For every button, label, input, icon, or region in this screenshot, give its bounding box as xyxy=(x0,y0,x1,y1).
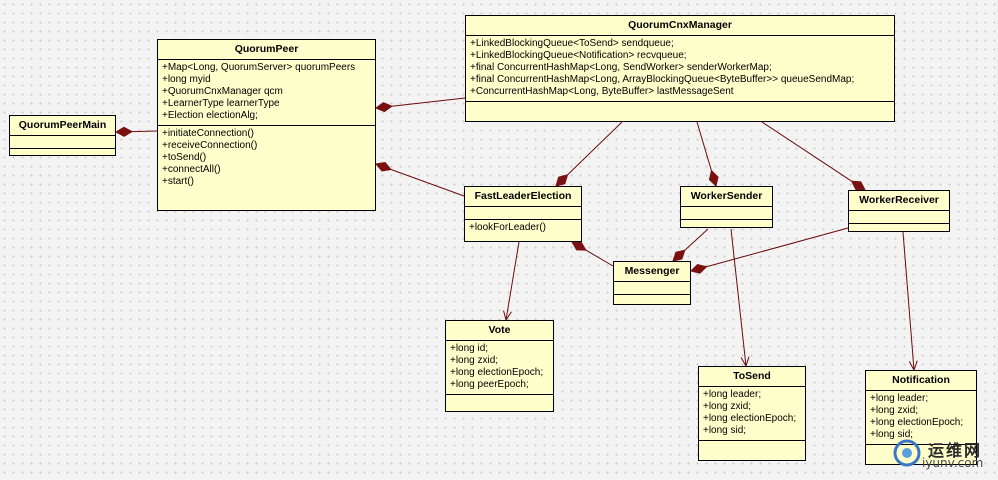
class-operations xyxy=(681,220,772,232)
attribute: +long zxid; xyxy=(870,405,919,416)
watermark: 运维网 iyunv.com xyxy=(892,436,996,472)
class-operations xyxy=(446,395,553,411)
class-name: Vote xyxy=(446,321,553,341)
class-name: ToSend xyxy=(699,367,805,387)
class-quorumpeer[interactable]: QuorumPeer +Map<Long, QuorumServer> quor… xyxy=(157,39,376,211)
attribute: +ConcurrentHashMap<Long, ByteBuffer> las… xyxy=(470,86,734,97)
class-name: Messenger xyxy=(614,262,690,282)
edge-quorumcnxmanager-workersender xyxy=(696,121,719,187)
edge-workersender-messenger xyxy=(672,228,709,262)
attribute: +long zxid; xyxy=(450,355,499,366)
edge-fastleaderelection-quorumpeer xyxy=(375,161,465,197)
attribute: +LinkedBlockingQueue<ToSend> sendqueue; xyxy=(470,38,674,49)
composition-diamond-icon xyxy=(114,126,134,137)
class-quorumpeermain[interactable]: QuorumPeerMain xyxy=(9,115,116,156)
attribute: +long peerEpoch; xyxy=(450,379,529,390)
class-workersender[interactable]: WorkerSender xyxy=(680,186,773,228)
composition-diamond-icon xyxy=(571,241,587,251)
operation: +connectAll() xyxy=(162,164,221,175)
class-attributes xyxy=(465,207,581,220)
class-notification[interactable]: Notification +long leader; +long zxid; +… xyxy=(865,370,977,465)
attribute: +LinkedBlockingQueue<Notification> recvq… xyxy=(470,50,687,61)
attribute: +final ConcurrentHashMap<Long, ArrayBloc… xyxy=(470,74,855,85)
class-attributes: +long id; +long zxid; +long electionEpoc… xyxy=(446,341,553,395)
watermark-url: iyunv.com xyxy=(922,456,984,470)
class-tosend[interactable]: ToSend +long leader; +long zxid; +long e… xyxy=(698,366,806,461)
attribute: +long myid xyxy=(162,74,211,85)
composition-diamond-icon xyxy=(555,174,569,187)
attribute: +LearnerType learnerType xyxy=(162,98,280,109)
composition-diamond-icon xyxy=(375,161,392,172)
class-operations xyxy=(699,441,805,460)
attribute: +long sid; xyxy=(703,425,747,436)
attribute: +Election electionAlg; xyxy=(162,110,258,121)
class-messenger[interactable]: Messenger xyxy=(613,261,691,305)
watermark-title: 运维网 xyxy=(928,443,983,460)
operation: +start() xyxy=(162,176,194,187)
class-attributes xyxy=(10,136,115,149)
composition-diamond-icon xyxy=(672,249,686,262)
attribute: +long leader; xyxy=(703,389,762,400)
composition-diamond-icon xyxy=(690,263,708,274)
class-attributes: +long leader; +long zxid; +long election… xyxy=(866,391,976,445)
class-operations: +initiateConnection() +receiveConnection… xyxy=(158,126,375,210)
class-attributes: +long leader; +long zxid; +long election… xyxy=(699,387,805,441)
attribute: +long leader; xyxy=(870,393,929,404)
attribute: +final ConcurrentHashMap<Long, SendWorke… xyxy=(470,62,772,73)
composition-diamond-icon xyxy=(708,169,719,187)
composition-diamond-icon xyxy=(850,180,866,191)
class-attributes xyxy=(681,207,772,220)
edge-quorumcnxmanager-fastleaderelection xyxy=(555,121,623,187)
operation: +lookForLeader() xyxy=(469,222,546,233)
attribute: +long electionEpoch; xyxy=(870,417,964,428)
class-operations xyxy=(849,224,949,236)
class-operations: +lookForLeader() xyxy=(465,220,581,241)
attribute: +QuorumCnxManager qcm xyxy=(162,86,283,97)
class-workerreceiver[interactable]: WorkerReceiver xyxy=(848,190,950,232)
class-name: WorkerReceiver xyxy=(849,191,949,211)
edge-workerreceiver-notification xyxy=(902,231,918,372)
attribute: +long electionEpoch; xyxy=(450,367,544,378)
class-vote[interactable]: Vote +long id; +long zxid; +long electio… xyxy=(445,320,554,412)
class-name: Notification xyxy=(866,371,976,391)
attribute: +long sid; xyxy=(870,429,914,440)
class-name: QuorumPeerMain xyxy=(10,116,115,136)
watermark-logo-icon xyxy=(893,439,921,467)
class-fastleaderelection[interactable]: FastLeaderElection +lookForLeader() xyxy=(464,186,582,242)
class-attributes xyxy=(614,282,690,295)
class-attributes xyxy=(849,211,949,224)
class-attributes: +LinkedBlockingQueue<ToSend> sendqueue; … xyxy=(466,36,894,102)
class-name: QuorumPeer xyxy=(158,40,375,60)
class-quorumcnxmanager[interactable]: QuorumCnxManager +LinkedBlockingQueue<To… xyxy=(465,15,895,122)
edge-messenger-fastleaderelection xyxy=(571,241,614,267)
operation: +initiateConnection() xyxy=(162,128,254,139)
attribute: +Map<Long, QuorumServer> quorumPeers xyxy=(162,62,356,73)
edge-workersender-tosend xyxy=(730,228,750,368)
attribute: +long zxid; xyxy=(703,401,752,412)
edge-quorumcnxmanager-workerreceiver xyxy=(761,121,866,191)
operation: +toSend() xyxy=(162,152,207,163)
operation: +receiveConnection() xyxy=(162,140,258,151)
class-name: QuorumCnxManager xyxy=(466,16,894,36)
attribute: +long id; xyxy=(450,343,489,354)
edge-workerreceiver-messenger xyxy=(690,227,849,274)
edge-fastleaderelection-vote xyxy=(503,241,520,322)
class-operations xyxy=(466,102,894,121)
attribute: +long electionEpoch; xyxy=(703,413,797,424)
class-name: WorkerSender xyxy=(681,187,772,207)
class-operations xyxy=(10,149,115,161)
class-attributes: +Map<Long, QuorumServer> quorumPeers +lo… xyxy=(158,60,375,126)
edge-quorumcnxmanager-quorumpeer xyxy=(374,97,466,113)
class-operations xyxy=(614,295,690,307)
edge-quorumpeer-quorumpeermain xyxy=(114,126,158,137)
class-name: FastLeaderElection xyxy=(465,187,581,207)
composition-diamond-icon xyxy=(374,102,393,113)
